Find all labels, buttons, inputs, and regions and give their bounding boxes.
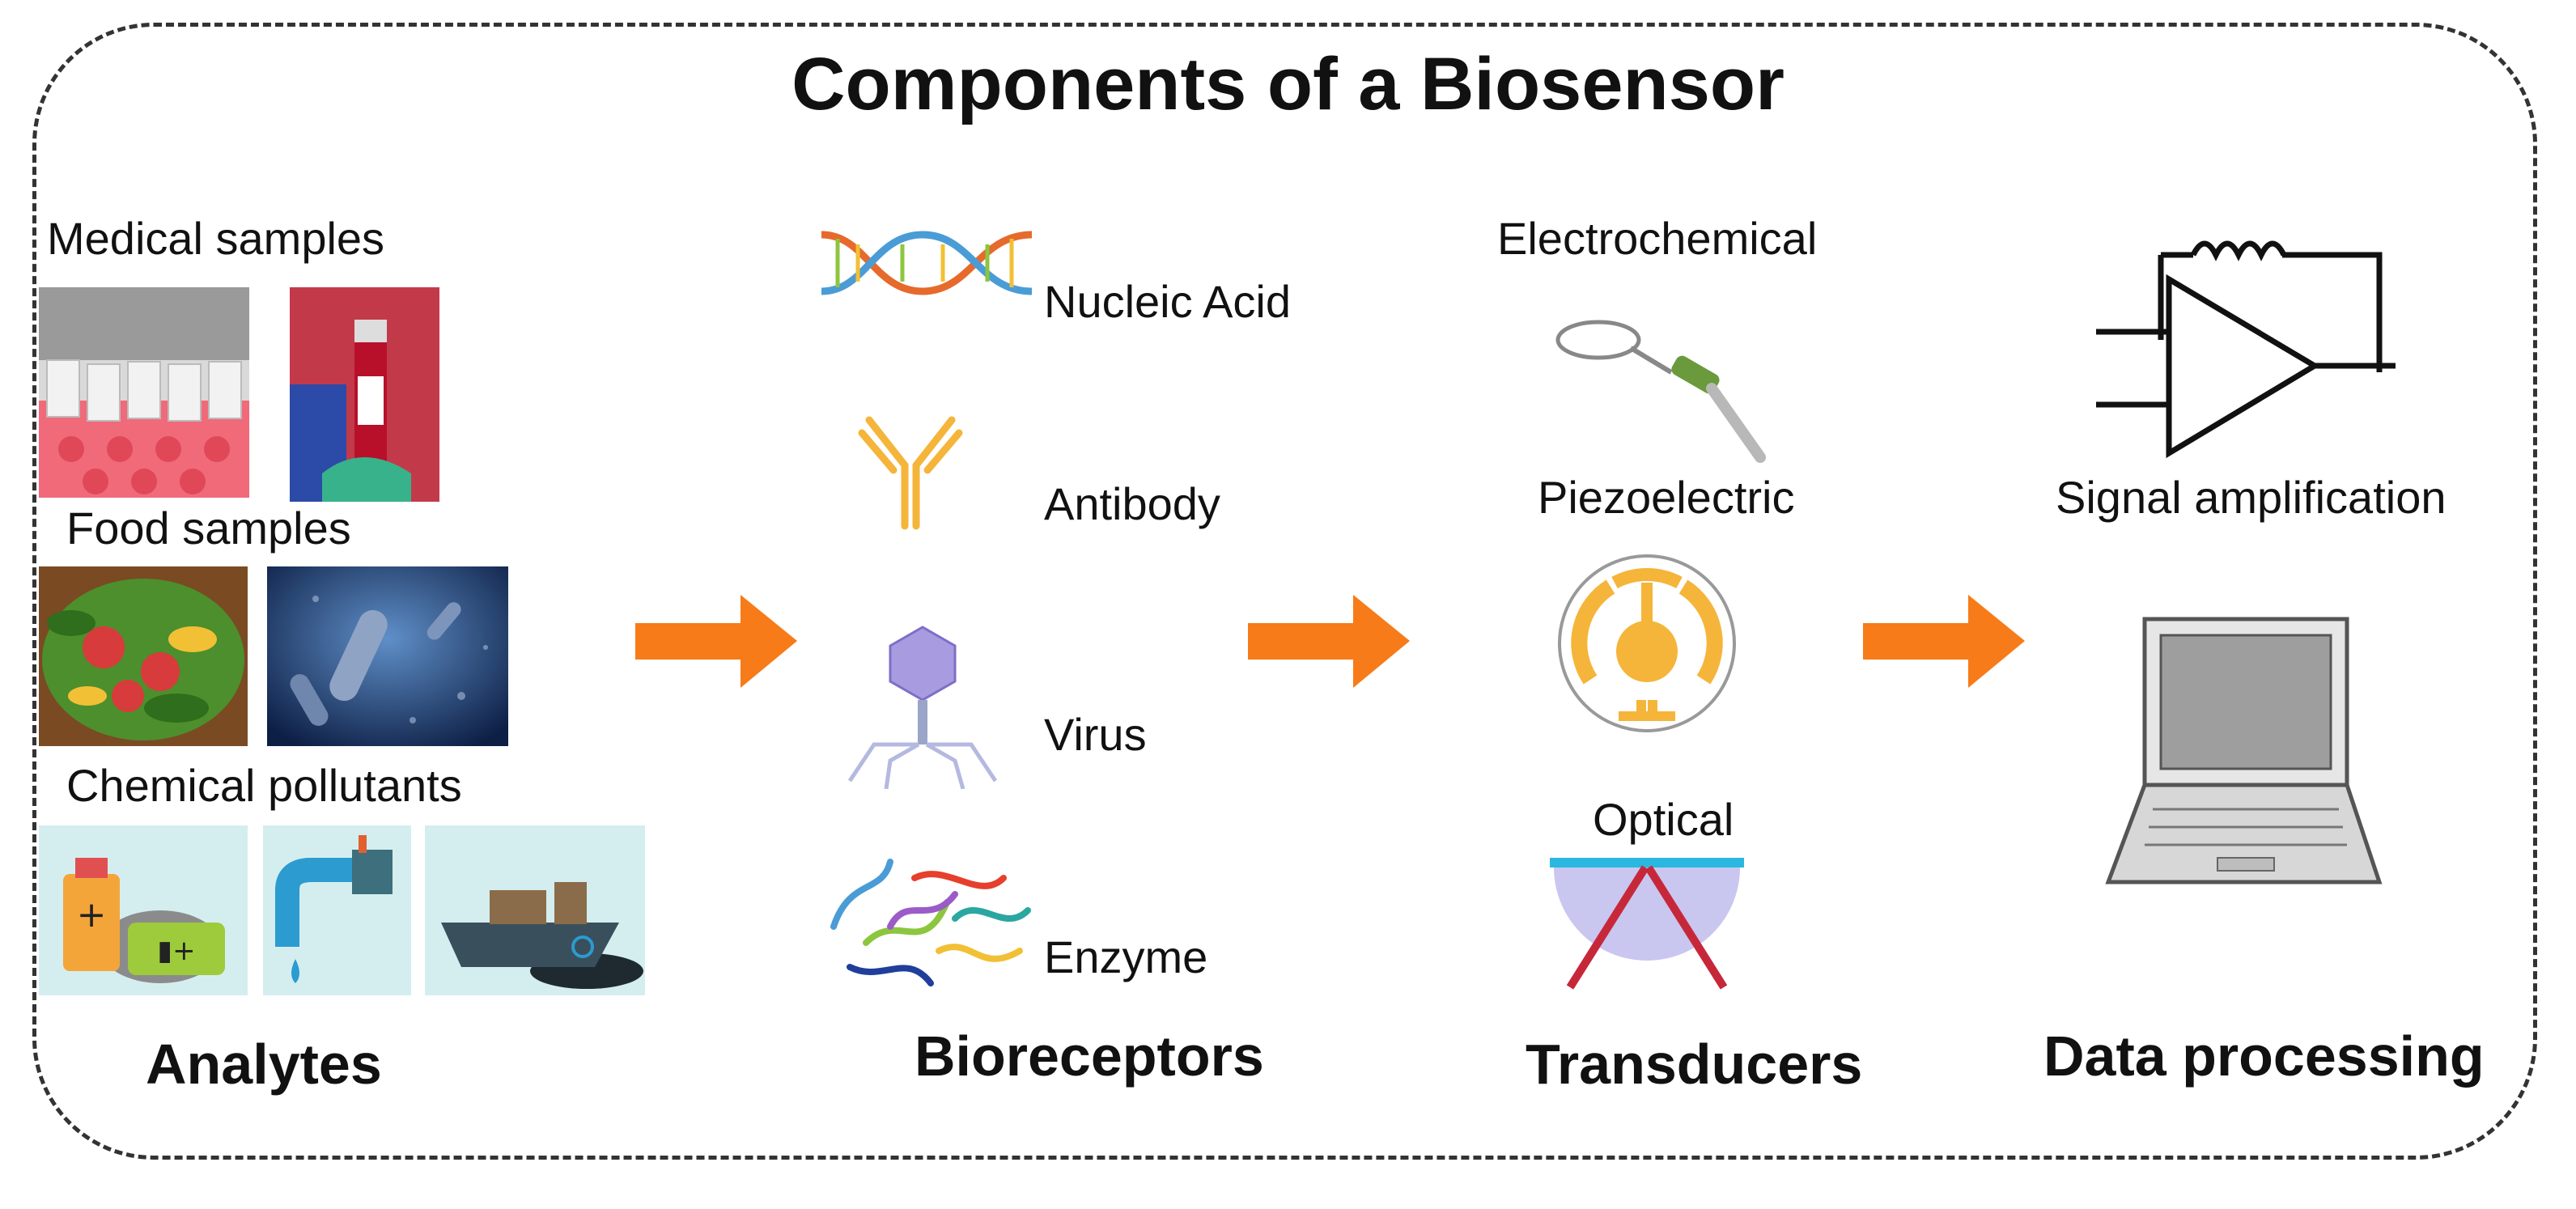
diagram-frame <box>32 23 2537 1160</box>
dna-icon <box>817 218 1036 308</box>
amplifier-circuit-icon <box>2080 231 2404 465</box>
antibody-label: Antibody <box>1044 478 1220 529</box>
arrow-transducers-to-data-processing <box>1863 595 2025 688</box>
nucleic-acid-label: Nucleic Acid <box>1044 276 1292 327</box>
food-samples-bacteria-image <box>267 566 508 746</box>
signal-amplification-label: Signal amplification <box>2056 472 2447 523</box>
chemical-pollutants-containers-image: + ▮+ <box>39 825 248 995</box>
enzyme-icon <box>817 846 1036 999</box>
chemical-pollutants-label: Chemical pollutants <box>66 760 462 811</box>
piezoelectric-label: Piezoelectric <box>1538 472 1795 523</box>
svg-text:+: + <box>77 894 107 935</box>
enzyme-label: Enzyme <box>1044 931 1208 982</box>
chemical-pollutants-faucet-image <box>263 825 411 995</box>
food-samples-vegetables-image <box>39 566 248 746</box>
data-processing-heading: Data processing <box>2043 1024 2485 1088</box>
virus-icon <box>842 623 1004 789</box>
food-samples-label: Food samples <box>66 503 351 554</box>
medical-samples-label: Medical samples <box>47 213 385 264</box>
piezo-crystal-icon <box>1554 550 1740 736</box>
virus-label: Virus <box>1044 709 1147 760</box>
transducers-heading: Transducers <box>1526 1033 1863 1096</box>
optical-prism-icon <box>1550 858 1744 991</box>
electrochemical-label: Electrochemical <box>1497 213 1818 264</box>
arrow-analytes-to-bioreceptors <box>635 595 797 688</box>
medical-samples-tube-image <box>290 287 439 502</box>
chemical-pollutants-ship-spill-image <box>425 825 645 995</box>
diagram-title: Components of a Biosensor <box>791 43 1785 125</box>
svg-text:▮+: ▮+ <box>157 935 195 967</box>
arrow-bioreceptors-to-transducers <box>1248 595 1410 688</box>
electrode-icon <box>1550 308 1776 469</box>
antibody-icon <box>858 409 963 530</box>
medical-samples-wells-image <box>39 287 249 498</box>
analytes-heading: Analytes <box>146 1033 382 1096</box>
bioreceptors-heading: Bioreceptors <box>915 1024 1264 1088</box>
laptop-icon <box>2104 615 2383 890</box>
optical-label: Optical <box>1593 794 1734 845</box>
